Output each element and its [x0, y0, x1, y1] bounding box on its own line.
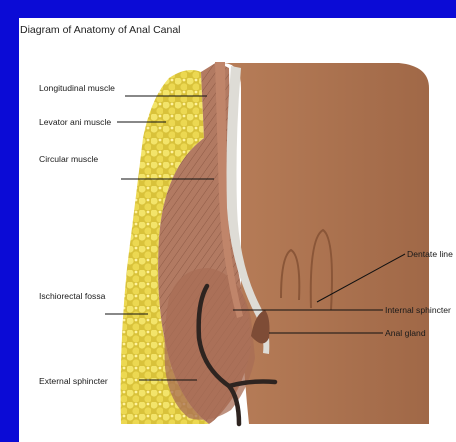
rectal-wall: [224, 63, 429, 424]
label-longitudinal-muscle: Longitudinal muscle: [39, 83, 115, 93]
label-external-sphincter: External sphincter: [39, 376, 108, 386]
label-internal-sphincter: Internal sphincter: [385, 305, 451, 315]
label-dentate-line: Dentate line: [407, 249, 453, 259]
label-ischiorectal-fossa: Ischiorectal fossa: [39, 291, 105, 301]
slide-panel: Diagram of Anatomy of Anal Canal: [19, 18, 456, 442]
label-anal-gland: Anal gland: [385, 328, 426, 338]
label-circular-muscle: Circular muscle: [39, 154, 98, 164]
label-levator-ani-muscle: Levator ani muscle: [39, 117, 111, 127]
